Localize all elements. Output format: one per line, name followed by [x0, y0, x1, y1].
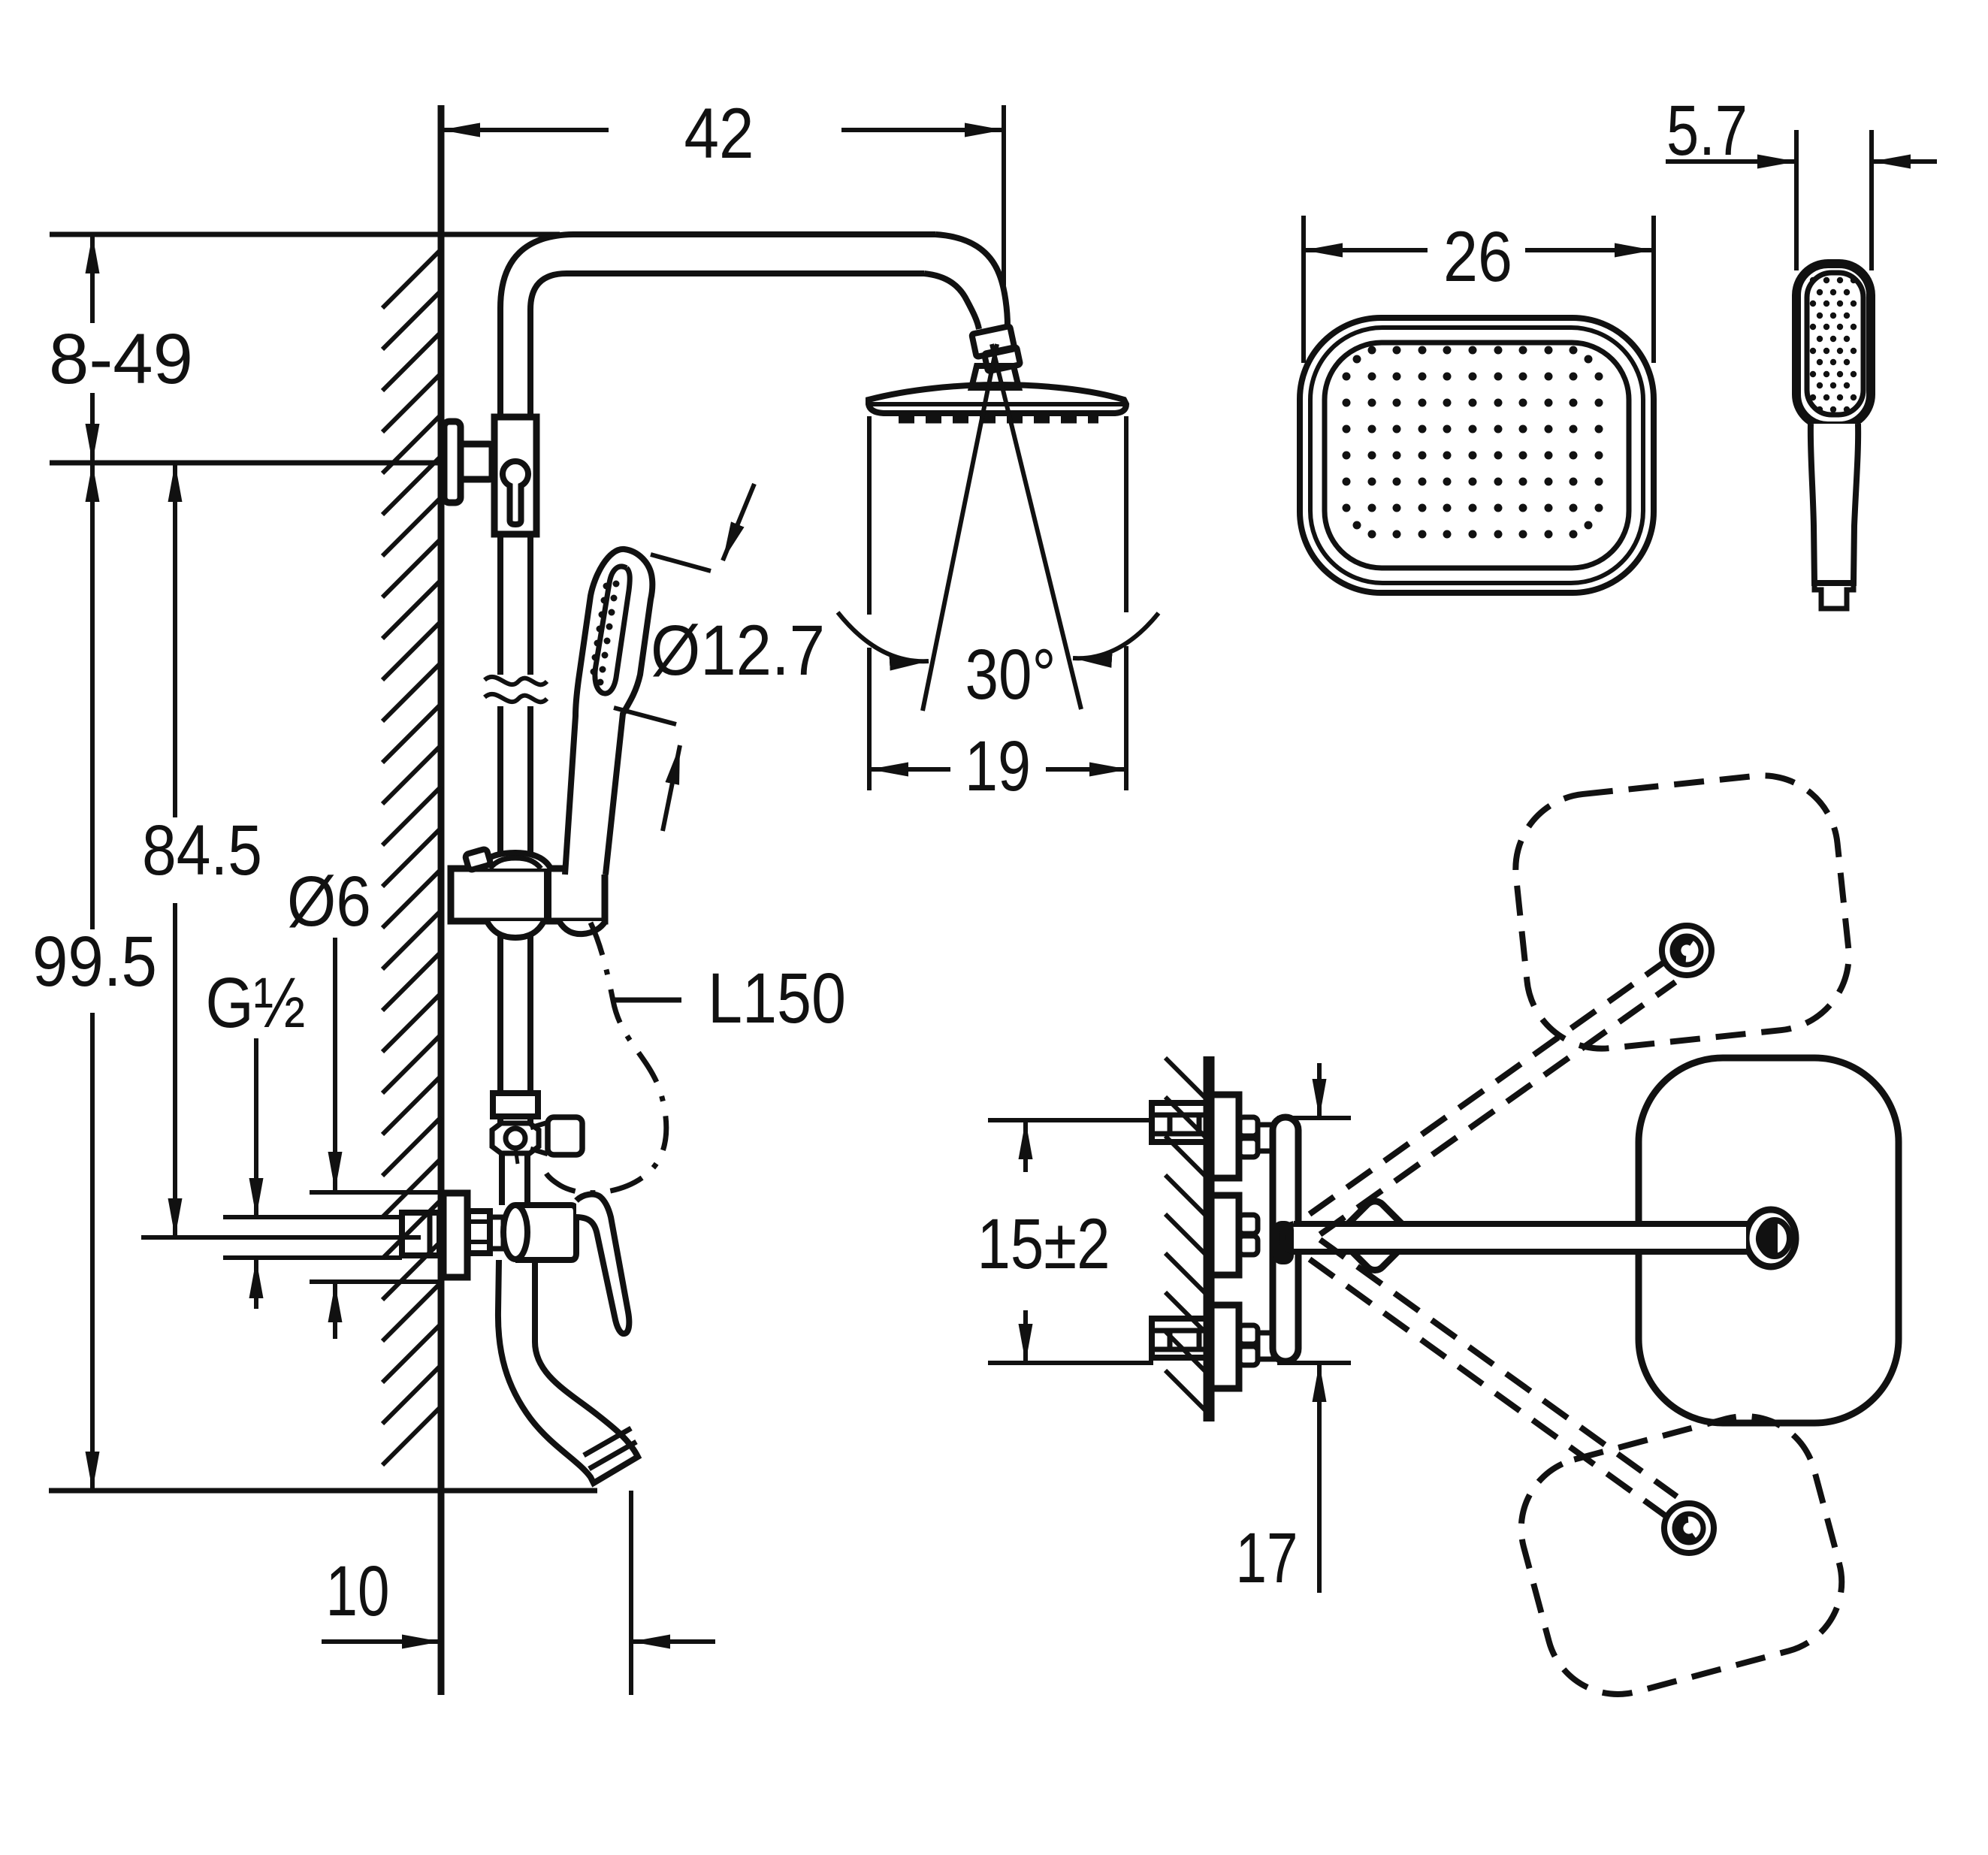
- svg-text:26: 26: [1443, 217, 1512, 297]
- svg-text:L150: L150: [708, 959, 846, 1038]
- svg-text:19: 19: [965, 727, 1031, 806]
- svg-text:8-49: 8-49: [49, 319, 193, 399]
- svg-text:84.5: 84.5: [142, 811, 262, 890]
- svg-text:30°: 30°: [965, 635, 1056, 715]
- svg-text:15±2: 15±2: [977, 1204, 1110, 1284]
- svg-text:10: 10: [326, 1551, 390, 1631]
- svg-text:G½: G½: [206, 963, 306, 1043]
- svg-text:Ø6: Ø6: [287, 862, 371, 941]
- svg-text:99.5: 99.5: [32, 922, 157, 1002]
- svg-text:Ø12.7: Ø12.7: [651, 611, 825, 690]
- svg-text:5.7: 5.7: [1666, 91, 1748, 171]
- svg-text:17: 17: [1236, 1518, 1298, 1598]
- svg-text:42: 42: [684, 94, 754, 174]
